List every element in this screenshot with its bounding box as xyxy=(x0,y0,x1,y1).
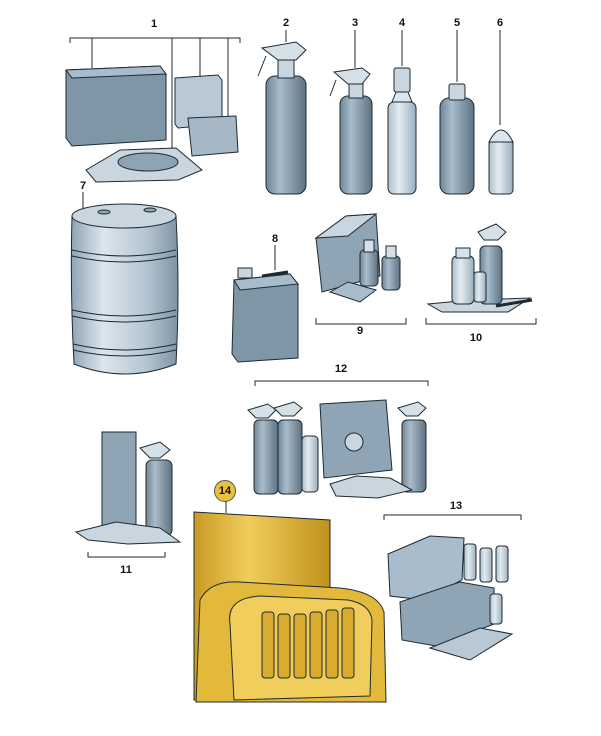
callout-1: 1 xyxy=(150,18,158,30)
item-2-spray-bottle xyxy=(257,41,307,195)
callout-4: 4 xyxy=(398,17,406,29)
item-14-display xyxy=(193,511,387,703)
callout-9: 9 xyxy=(356,325,364,337)
item-12-care-set xyxy=(247,399,427,499)
bracket-13 xyxy=(383,514,522,520)
item-1-cleaning-set xyxy=(65,65,239,183)
item-9-cleaning-kit xyxy=(314,213,401,303)
item-6-aerosol xyxy=(488,129,514,195)
bracket-9 xyxy=(315,318,407,325)
callout-8: 8 xyxy=(271,233,279,245)
callout-11: 11 xyxy=(120,564,132,576)
item-5-bottle xyxy=(439,83,475,195)
bracket-11 xyxy=(87,552,166,558)
item-13-storage-kit xyxy=(387,535,514,661)
callout-14-highlighted: 14 xyxy=(214,480,236,502)
item-7-barrel xyxy=(70,203,179,375)
item-4-bottle xyxy=(387,67,417,195)
item-8-canister xyxy=(231,267,299,363)
bracket-12 xyxy=(254,380,429,386)
callout-2: 2 xyxy=(282,17,290,29)
callout-5: 5 xyxy=(453,17,461,29)
callout-12: 12 xyxy=(334,363,348,375)
callout-7: 7 xyxy=(79,180,87,192)
callout-10: 10 xyxy=(469,332,483,344)
item-3-spray-bottle xyxy=(329,67,373,195)
item-10-cleaning-kit xyxy=(426,223,533,313)
bracket-10 xyxy=(425,318,537,325)
item-11-interior-kit xyxy=(74,431,182,545)
callout-3: 3 xyxy=(351,17,359,29)
callout-6: 6 xyxy=(496,17,504,29)
bracket-1 xyxy=(69,37,241,43)
callout-13: 13 xyxy=(449,500,463,512)
